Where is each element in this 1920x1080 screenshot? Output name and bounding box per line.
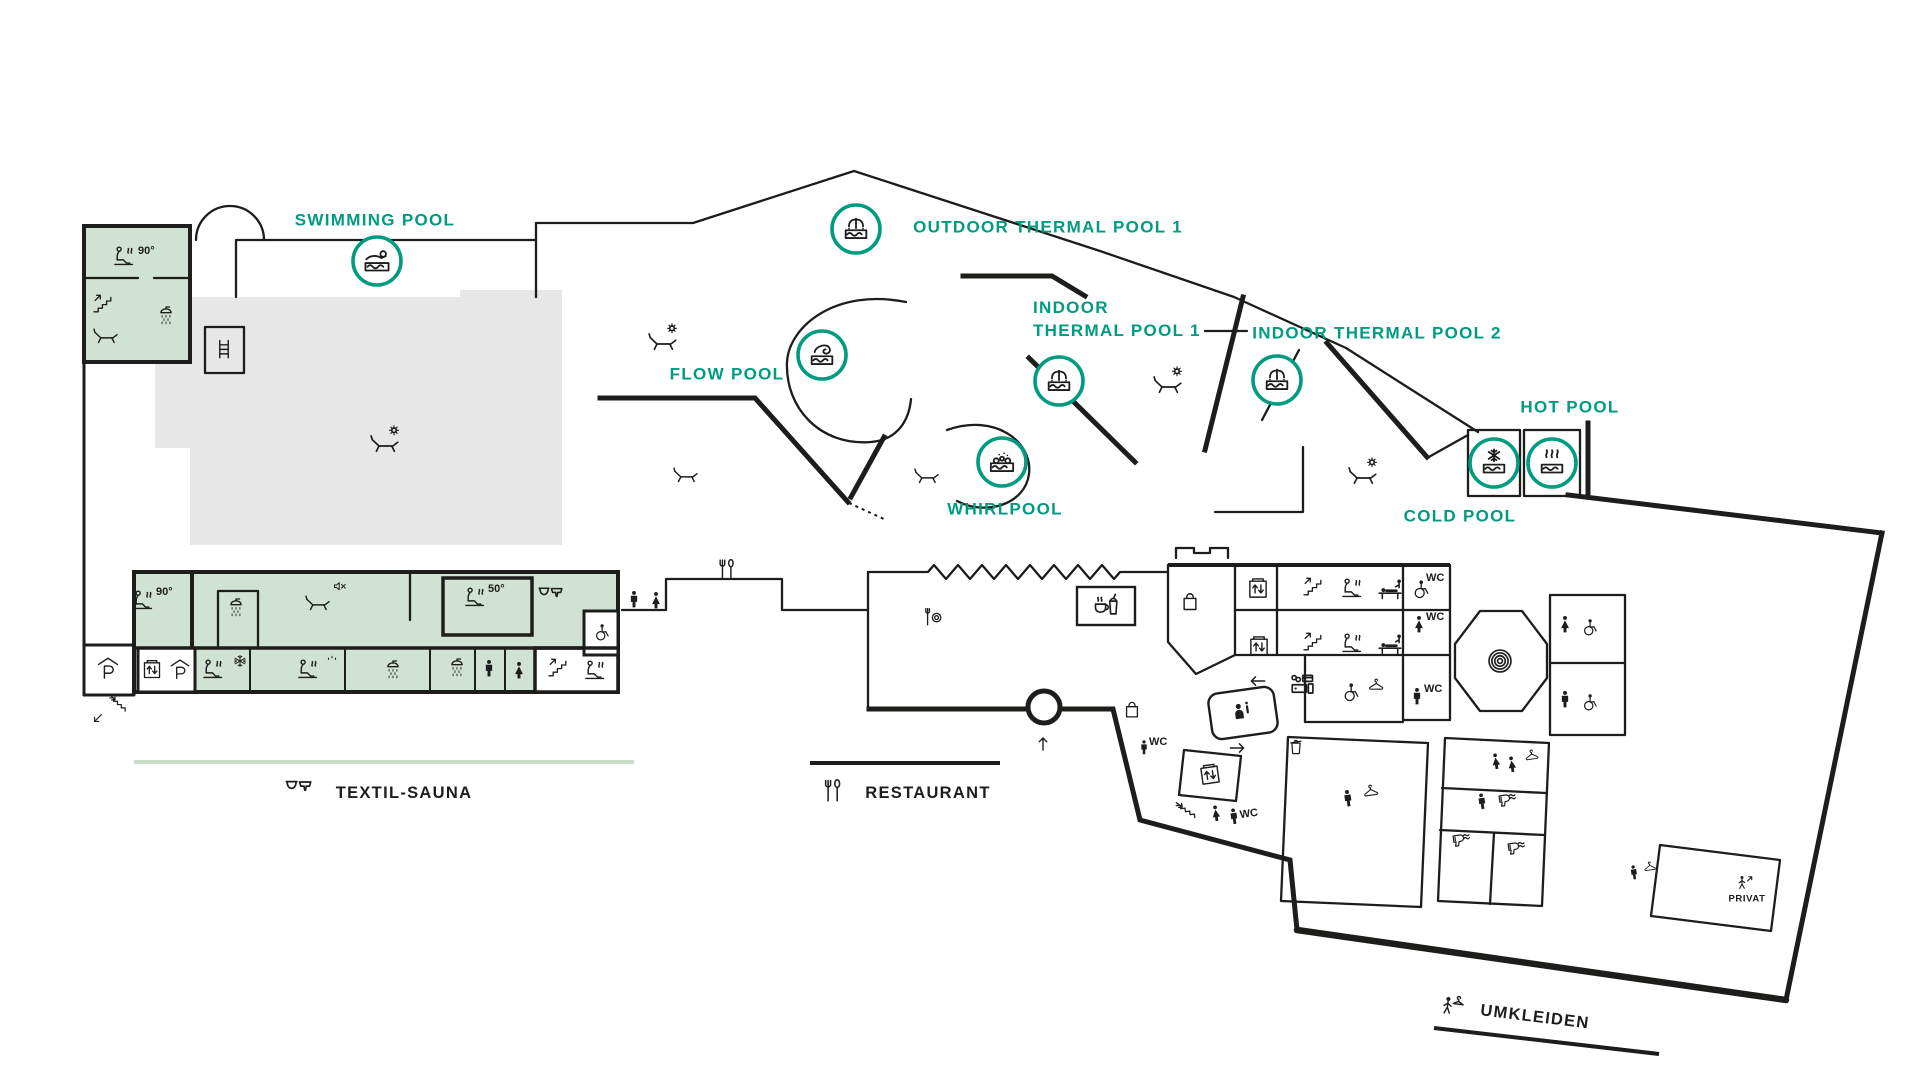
umkleiden-underline — [1433, 1026, 1660, 1056]
hanger-icon — [1369, 678, 1384, 690]
svg-text:50°: 50° — [488, 583, 505, 595]
cafe-icon — [1075, 585, 1137, 627]
wc-women-icon: WC — [1415, 611, 1444, 633]
entrance-arrow-icon — [1038, 737, 1048, 751]
flow-pool-label: FLOW POOL — [669, 364, 785, 384]
outdoor-thermal-pool-1-label: OUTDOOR THERMAL POOL 1 — [913, 217, 1183, 237]
cold-pool-label: COLD POOL — [1403, 506, 1517, 526]
sauna-icon — [1342, 578, 1362, 598]
lounger-icon — [673, 467, 698, 483]
covered-parking-icon — [97, 657, 119, 679]
textil-sauna-icon — [285, 780, 312, 792]
stairs-icon — [1303, 632, 1322, 651]
flow-pool-icon — [796, 329, 848, 381]
sun-lounger-icon — [1348, 457, 1378, 485]
massage-icon — [1377, 633, 1403, 655]
sauna-rooms-green — [82, 224, 620, 694]
whirl-room-icon — [1488, 649, 1512, 673]
elevator-icon — [1199, 763, 1220, 785]
lounger-icon — [914, 468, 939, 484]
wc-men-icon — [1477, 793, 1486, 810]
info-desk-icon — [1207, 685, 1279, 741]
swimming-pool-icon — [351, 235, 403, 287]
walls-thick — [134, 273, 1885, 1056]
swimming-pool-water — [155, 290, 562, 545]
restaurant-label: RESTAURANT — [865, 783, 991, 802]
massage-icon — [1377, 578, 1403, 600]
entrance-circle — [1025, 688, 1063, 726]
umkleiden-icon — [1442, 994, 1465, 1016]
wc-accessible-icon: WC — [1414, 572, 1444, 599]
textil-sauna-label: TEXTIL-SAUNA — [335, 783, 473, 802]
shop-icon — [1183, 593, 1197, 611]
sun-lounger-icon — [648, 323, 678, 351]
trash-icon — [1290, 739, 1302, 755]
wheelchair-icon — [1583, 618, 1597, 636]
wheelchair-icon — [1583, 693, 1597, 711]
stairs-down-icon — [1175, 799, 1196, 821]
hanger-icon — [1524, 748, 1539, 761]
wc-men-icon: WC — [1229, 807, 1259, 825]
cold-pool-icon — [1468, 437, 1520, 489]
changing-cabin-icon — [1630, 864, 1638, 880]
womens-changing-icon — [1507, 755, 1517, 773]
indoor-thermal-pool-2-label: INDOOR THERMAL POOL 2 — [1252, 323, 1502, 343]
restaurant-area-icon — [719, 558, 734, 580]
indoor-thermal-pool-2-icon — [1251, 354, 1303, 406]
svg-text:90°: 90° — [156, 586, 173, 598]
mens-changing-icon — [1343, 789, 1353, 807]
arrow-left-icon — [1250, 676, 1266, 686]
womens-changing-icon — [1491, 752, 1501, 770]
svg-text:WC: WC — [1149, 736, 1167, 748]
accessible-changing-icon — [1344, 682, 1359, 702]
svg-text:WC: WC — [1239, 807, 1259, 821]
cash-desk-icon — [1291, 674, 1314, 694]
wc-men-icon — [630, 590, 638, 608]
snackbar-icon — [925, 607, 942, 626]
svg-text:WC: WC — [1426, 611, 1444, 623]
wc-men-icon: WC — [1141, 736, 1167, 755]
hairdryer-icon — [1507, 841, 1526, 855]
swimming-pool-label: SWIMMING POOL — [294, 210, 456, 230]
sauna-90-icon: 90° — [133, 586, 173, 610]
outdoor-thermal-pool-1-icon — [830, 203, 882, 255]
wc-women-icon — [652, 591, 660, 609]
arrow-right-icon — [1229, 743, 1245, 753]
svg-text:WC: WC — [1426, 572, 1444, 584]
hot-pool-icon — [1526, 437, 1578, 489]
hairdryer-icon — [1452, 833, 1471, 847]
elevator-icon — [1250, 636, 1268, 656]
restaurant-icon — [824, 779, 841, 802]
walls-thin — [82, 169, 1782, 933]
wc-men-icon: WC — [1413, 683, 1442, 705]
sauna-icon — [1342, 633, 1362, 653]
hanger-icon — [1643, 860, 1656, 872]
wc-men-icon — [1561, 690, 1569, 708]
sun-lounger-icon — [1153, 366, 1183, 394]
privat-label: PRIVAT — [1728, 893, 1766, 905]
svg-text:WC: WC — [1424, 683, 1442, 695]
marker-layer: 90° WC WC WC WC WC 90° 50° — [91, 203, 1753, 1016]
whirlpool-icon — [976, 436, 1028, 488]
entry-stairs-icon — [109, 694, 126, 712]
indoor-thermal-pool-1-icon — [1033, 355, 1085, 407]
svg-text:90°: 90° — [138, 245, 155, 257]
stairs-icon — [1303, 577, 1322, 596]
shop-bag-icon — [1125, 701, 1139, 718]
hot-pool-label: HOT POOL — [1520, 397, 1620, 417]
elevator-icon — [1249, 578, 1267, 598]
hairdryer-icon — [1498, 793, 1517, 807]
arrow-down-left-icon — [91, 711, 105, 725]
sauna-50-icon: 50° — [465, 583, 505, 607]
hanger-icon — [1362, 783, 1379, 797]
indoor-thermal-pool-1-label: INDOOR THERMAL POOL 1 — [1033, 298, 1201, 340]
wc-women-icon — [1211, 804, 1221, 822]
privat-icon — [1738, 875, 1753, 890]
whirlpool-label: WHIRLPOOL — [947, 499, 1063, 519]
sauna-90-icon: 90° — [114, 245, 155, 266]
wc-women-icon — [1561, 615, 1569, 633]
